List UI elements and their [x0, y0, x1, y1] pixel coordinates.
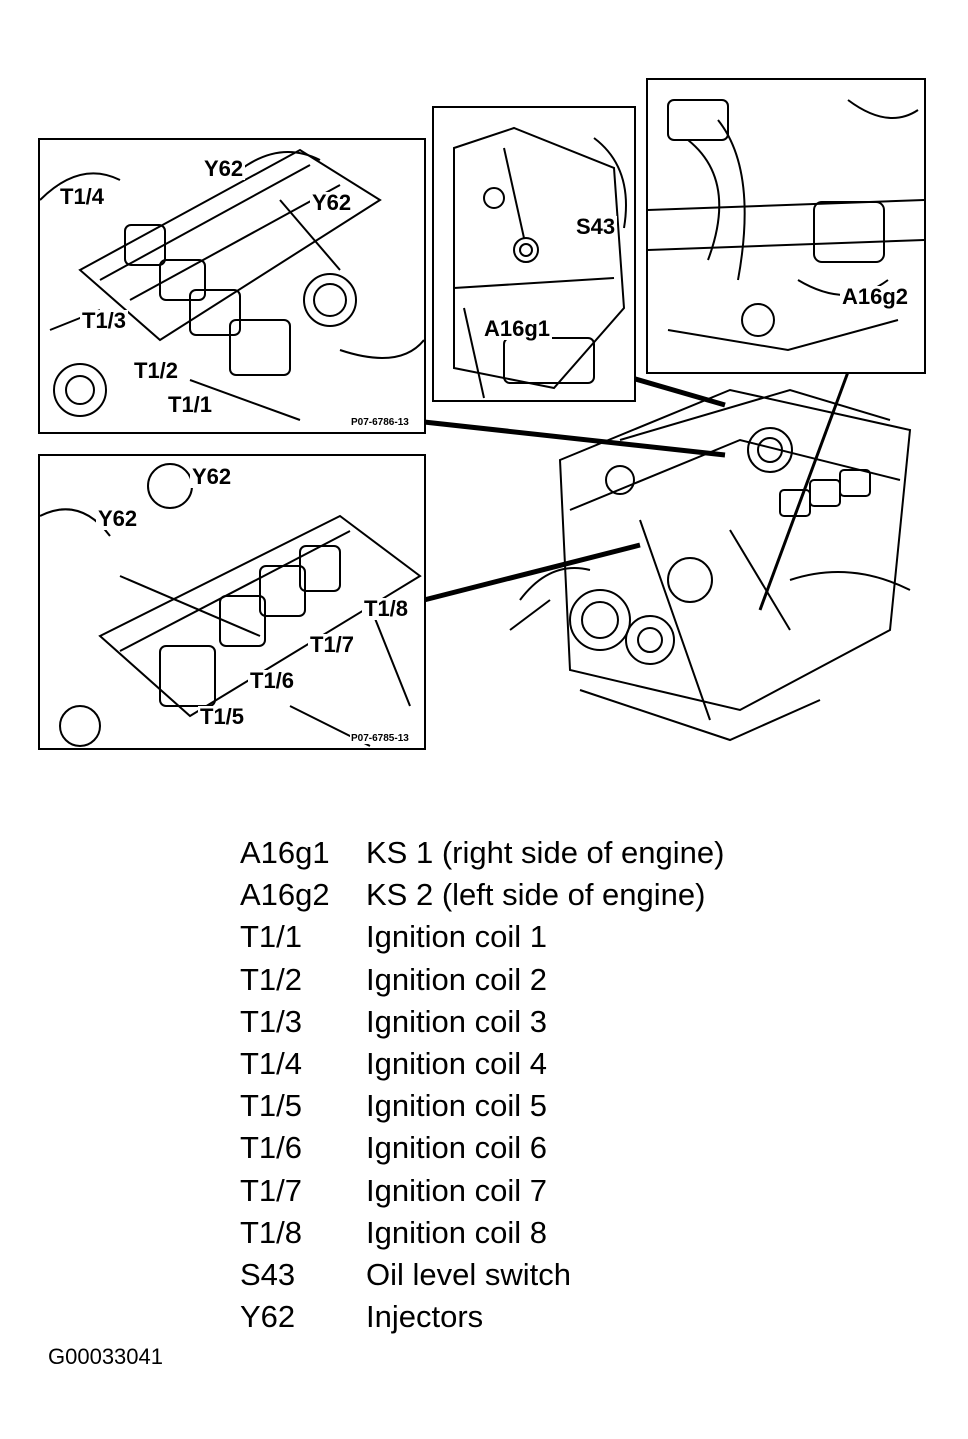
- reference-number: P07-6786-13: [350, 417, 410, 428]
- legend-description: Ignition coil 8: [366, 1214, 547, 1250]
- label-t1-8: T1/8: [362, 596, 411, 621]
- label-y62: Y62: [202, 156, 246, 181]
- legend-row: T1/5 Ignition coil 5: [240, 1085, 800, 1127]
- legend-row: T1/3 Ignition coil 3: [240, 1001, 800, 1043]
- legend-description: KS 2 (left side of engine): [366, 877, 706, 913]
- label-s43: S43: [574, 214, 618, 239]
- label-a16g1: A16g1: [482, 316, 553, 341]
- legend-description: Ignition coil 3: [366, 1003, 547, 1039]
- legend-table: A16g1 KS 1 (right side of engine) A16g2 KS…: [240, 832, 800, 1338]
- legend-description: Ignition coil 5: [366, 1088, 547, 1124]
- legend-code: T1/1: [240, 919, 303, 955]
- legend-code: T1/6: [240, 1130, 303, 1166]
- panel-top-right: A16g2: [646, 78, 926, 374]
- label-t1-2: T1/2: [132, 358, 181, 383]
- legend-row: S43 Oil level switch: [240, 1254, 800, 1296]
- label-t1-4: T1/4: [58, 184, 107, 209]
- legend-description: Ignition coil 1: [366, 919, 547, 955]
- legend-code: S43: [240, 1256, 296, 1292]
- legend-description: Ignition coil 2: [366, 961, 547, 997]
- legend-row: T1/7 Ignition coil 7: [240, 1170, 800, 1212]
- legend-description: KS 1 (right side of engine): [366, 835, 725, 871]
- legend-row: A16g1 KS 1 (right side of engine): [240, 832, 800, 874]
- legend-code: T1/4: [240, 1046, 303, 1082]
- legend-code: A16g1: [240, 835, 330, 871]
- engine-illustration: [509, 388, 912, 742]
- legend-code: T1/8: [240, 1214, 303, 1250]
- panel-bottom-left: Y62 Y62 T1/8 T1/7 T1/6 T1/5 P07-6785-13: [38, 454, 426, 750]
- legend-code: T1/2: [240, 961, 303, 997]
- label-t1-1: T1/1: [166, 392, 215, 417]
- legend-row: Y62 Injectors: [240, 1296, 800, 1338]
- legend-row: A16g2 KS 2 (left side of engine): [240, 874, 800, 916]
- legend-row: T1/8 Ignition coil 8: [240, 1212, 800, 1254]
- legend-code: Y62: [240, 1299, 296, 1335]
- knock-sensor-illustration: [648, 99, 924, 352]
- reference-number: P07-6785-13: [350, 733, 410, 744]
- legend-code: A16g2: [240, 877, 330, 913]
- legend-description: Injectors: [366, 1299, 484, 1335]
- label-y62: Y62: [190, 464, 234, 489]
- legend-code: T1/5: [240, 1088, 303, 1124]
- oil-switch-illustration: [453, 126, 627, 399]
- legend-row: T1/6 Ignition coil 6: [240, 1127, 800, 1169]
- panel-top-middle: S43 A16g1: [432, 106, 636, 402]
- label-a16g2: A16g2: [840, 284, 911, 309]
- legend-description: Oil level switch: [366, 1256, 571, 1292]
- label-y62: Y62: [96, 506, 140, 531]
- label-t1-6: T1/6: [248, 668, 297, 693]
- legend-code: T1/7: [240, 1172, 303, 1208]
- legend-row: T1/2 Ignition coil 2: [240, 959, 800, 1001]
- legend-description: Ignition coil 6: [366, 1130, 547, 1166]
- engine-detail-illustration: [40, 148, 424, 421]
- label-y62: Y62: [310, 190, 354, 215]
- label-t1-5: T1/5: [198, 704, 247, 729]
- label-t1-3: T1/3: [80, 308, 129, 333]
- legend-row: T1/4 Ignition coil 4: [240, 1043, 800, 1085]
- figure-id: G00033041: [48, 1344, 163, 1369]
- legend-description: Ignition coil 4: [366, 1046, 547, 1082]
- legend-description: Ignition coil 7: [366, 1172, 547, 1208]
- panel-top-left: T1/4 Y62 Y62 T1/3 T1/2 T1/1 P07-6786-13: [38, 138, 426, 434]
- label-t1-7: T1/7: [308, 632, 357, 657]
- legend-row: T1/1 Ignition coil 1: [240, 916, 800, 958]
- legend-code: T1/3: [240, 1003, 303, 1039]
